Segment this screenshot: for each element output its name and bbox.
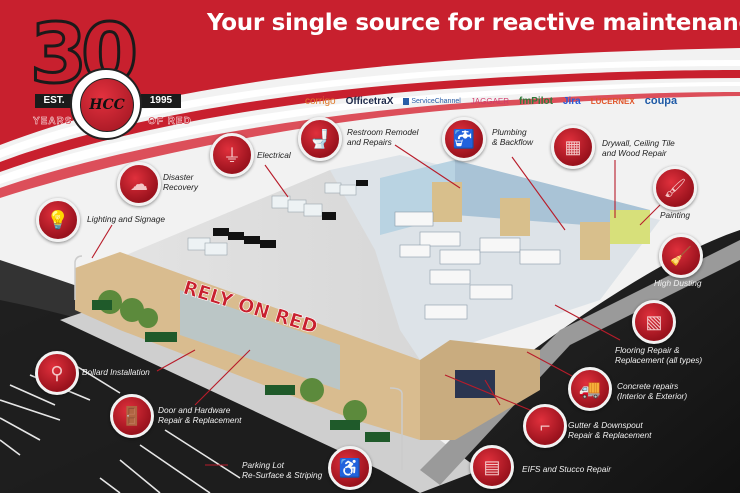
seal-monogram: HCC — [80, 78, 134, 132]
header-band — [0, 0, 740, 145]
swoosh-stripe — [0, 92, 740, 198]
headline: Your single source for reactive maintena… — [207, 10, 740, 36]
plumbing-label: Plumbing& Backflow — [492, 127, 534, 147]
sidewalk — [60, 300, 480, 493]
flooring-badge: ▧ — [632, 300, 676, 344]
bollard-badge: ⚲ — [35, 351, 79, 395]
concrete-badge: 🚚 — [568, 367, 612, 411]
wood-panel — [432, 182, 462, 222]
store-shelves — [394, 211, 561, 320]
accessibility-badge: ♿ — [328, 446, 372, 490]
paint-roller-icon: 🖌 — [663, 177, 687, 198]
partner-logos: corrigo OfficetraX ServiceChannel JAGGAE… — [305, 92, 705, 110]
toilet-icon: 🚽 — [308, 128, 332, 149]
painting-badge: 🖌 — [653, 166, 697, 210]
drywall-badge: ▦ — [551, 125, 595, 169]
gutter-icon: ⌐ — [539, 415, 551, 436]
ceiling-tile-icon: ▦ — [564, 136, 582, 157]
swoosh-stripe — [0, 60, 740, 158]
high-dusting-label: High Dusting — [654, 278, 702, 288]
concrete-truck-icon: 🚚 — [578, 378, 602, 399]
trowel-brick-icon: ▤ — [483, 456, 501, 477]
partner-lucernex: LUCERNEX — [590, 96, 635, 106]
plumbing-badge: 🚰 — [442, 117, 486, 161]
bollard-label: Bollard Installation — [82, 367, 150, 377]
storefront-windows — [180, 290, 340, 390]
logo-year-ribbon: 1995 — [141, 94, 181, 108]
wood-panel — [500, 198, 530, 236]
electrical-label: Electrical — [257, 150, 291, 160]
logo-est-ribbon: EST. — [35, 94, 73, 108]
wood-panel — [580, 222, 610, 260]
leader-lines — [91, 144, 661, 466]
faucet-icon: 🚰 — [452, 128, 476, 149]
swoosh-stripe — [0, 82, 740, 184]
broom-bucket-icon: 🧹 — [669, 245, 693, 266]
company-seal: HCC — [70, 68, 142, 140]
restroom-badge: 🚽 — [298, 117, 342, 161]
wheelchair-icon: ♿ — [338, 457, 362, 478]
sidewalk-right — [420, 240, 740, 485]
painting-label: Painting — [660, 210, 690, 220]
floor-tile-icon: ▧ — [645, 311, 663, 332]
partner-coupa: coupa — [644, 95, 678, 107]
swoosh-stripe — [0, 70, 740, 172]
electrical-badge: ⏚ — [210, 133, 254, 177]
door-hardware-badge: 🚪 — [110, 394, 154, 438]
lighting-signage-label: Lighting and Signage — [87, 214, 165, 224]
bollard-icon: ⚲ — [50, 362, 64, 383]
eifs-badge: ▤ — [470, 445, 514, 489]
logo-years-text: YEARS — [33, 116, 73, 127]
partner-officetrax: OfficetraX — [345, 95, 394, 107]
hvac-ground-unit — [455, 370, 495, 398]
light-poles — [74, 255, 403, 470]
painted-wall — [610, 210, 650, 244]
partner-jira: Jira — [562, 95, 581, 107]
logo-of-red-text: OF RED — [148, 116, 192, 127]
gutter-badge: ⌐ — [523, 404, 567, 448]
partner-fmpilot: fmPilot — [519, 95, 553, 107]
concrete-label: Concrete repairs(Interior & Exterior) — [617, 381, 688, 401]
hedges — [92, 300, 390, 442]
partner-corrigo: corrigo — [305, 95, 336, 107]
shrubs — [98, 290, 367, 424]
plug-icon: ⏚ — [223, 146, 241, 166]
disaster-recovery-badge: ☁ — [117, 162, 161, 206]
light-bulb-icon: 💡 — [46, 209, 70, 230]
high-dusting-badge: 🧹 — [659, 234, 703, 278]
eifs-label: EIFS and Stucco Repair — [522, 464, 612, 474]
storm-cloud-icon: ☁ — [130, 173, 148, 194]
partner-servicechannel: ServiceChannel — [403, 97, 461, 105]
hvac-units — [187, 182, 357, 256]
door-icon: 🚪 — [120, 405, 144, 426]
flooring-label: Flooring Repair &Replacement (all types) — [615, 345, 703, 365]
lighting-signage-badge: 💡 — [36, 198, 80, 242]
partner-jaggaer: JAGGAER — [470, 96, 510, 106]
skylights — [213, 180, 368, 248]
